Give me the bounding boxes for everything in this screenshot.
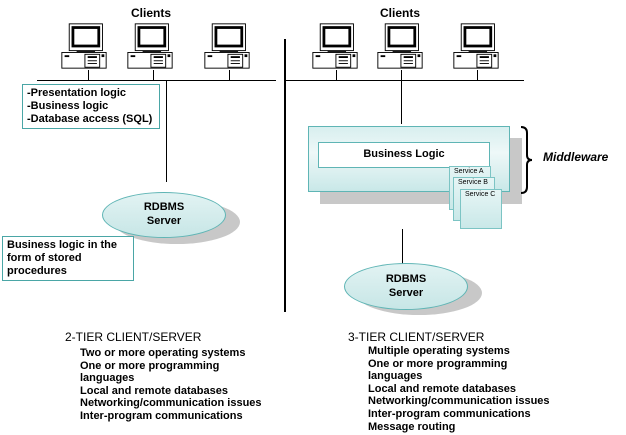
- server-label-line: Server: [388, 287, 424, 299]
- client-logic-item: -Business logic: [27, 100, 109, 112]
- feature-item: Networking/communication issues: [368, 395, 550, 408]
- left-rdbms-server: RDBMS Server: [102, 192, 226, 238]
- client-logic-box: -Presentation logic -Business logic -Dat…: [22, 84, 160, 129]
- feature-item: Message routing: [368, 420, 456, 433]
- stored-proc-line: procedures: [7, 265, 67, 277]
- feature-item: Inter-program communications: [368, 407, 531, 420]
- left-network-bus: [37, 80, 276, 81]
- client-computer-icon: [376, 22, 424, 70]
- client-computer-icon: [452, 22, 500, 70]
- feature-item: One or more programming: [80, 359, 220, 372]
- client-drop-line: [477, 70, 478, 80]
- feature-item: Local and remote databases: [368, 382, 516, 395]
- client-drop-line: [401, 70, 402, 80]
- middleware-label: Middleware: [543, 150, 609, 164]
- right-network-bus: [286, 80, 524, 81]
- stored-procedures-box: Business logic in the form of stored pro…: [2, 236, 134, 281]
- client-drop-line: [336, 70, 337, 80]
- stored-proc-line: form of stored: [7, 252, 82, 264]
- client-drop-line: [88, 70, 89, 80]
- middleware-brace-icon: [520, 126, 533, 194]
- stored-proc-line: Business logic in the: [7, 239, 118, 251]
- feature-item: One or more programming: [368, 357, 508, 370]
- client-computer-icon: [126, 22, 174, 70]
- feature-item: languages: [80, 372, 135, 385]
- server-label-line: RDBMS: [143, 201, 185, 213]
- client-computer-icon: [60, 22, 108, 70]
- client-computer-icon: [311, 22, 359, 70]
- three-tier-features: Multiple operating systems One or more p…: [368, 345, 550, 433]
- two-tier-features: Two or more operating systems One or mor…: [80, 347, 262, 423]
- feature-item: Inter-program communications: [80, 409, 243, 422]
- left-server-link: [166, 80, 167, 182]
- service-c-box: Service C: [460, 189, 502, 229]
- client-computer-icon: [203, 22, 251, 70]
- client-logic-item: -Database access (SQL): [27, 113, 153, 125]
- client-drop-line: [229, 70, 230, 80]
- feature-item: Two or more operating systems: [80, 347, 246, 359]
- right-clients-label: Clients: [380, 6, 421, 20]
- server-label-line: Server: [146, 215, 182, 227]
- right-rdbms-server: RDBMS Server: [344, 263, 468, 310]
- vertical-divider: [284, 39, 286, 312]
- three-tier-title: 3-TIER CLIENT/SERVER: [348, 330, 485, 344]
- server-label-line: RDBMS: [385, 273, 427, 285]
- feature-item: languages: [368, 370, 423, 383]
- right-server-link: [402, 229, 403, 264]
- feature-item: Multiple operating systems: [368, 345, 510, 357]
- client-drop-line: [153, 70, 154, 80]
- left-clients-label: Clients: [131, 6, 172, 20]
- client-logic-item: -Presentation logic: [27, 87, 127, 99]
- right-middleware-link: [401, 80, 402, 124]
- business-logic-box: Business Logic: [318, 142, 490, 168]
- two-tier-title: 2-TIER CLIENT/SERVER: [65, 330, 202, 344]
- feature-item: Networking/communication issues: [80, 397, 262, 410]
- feature-item: Local and remote databases: [80, 384, 228, 397]
